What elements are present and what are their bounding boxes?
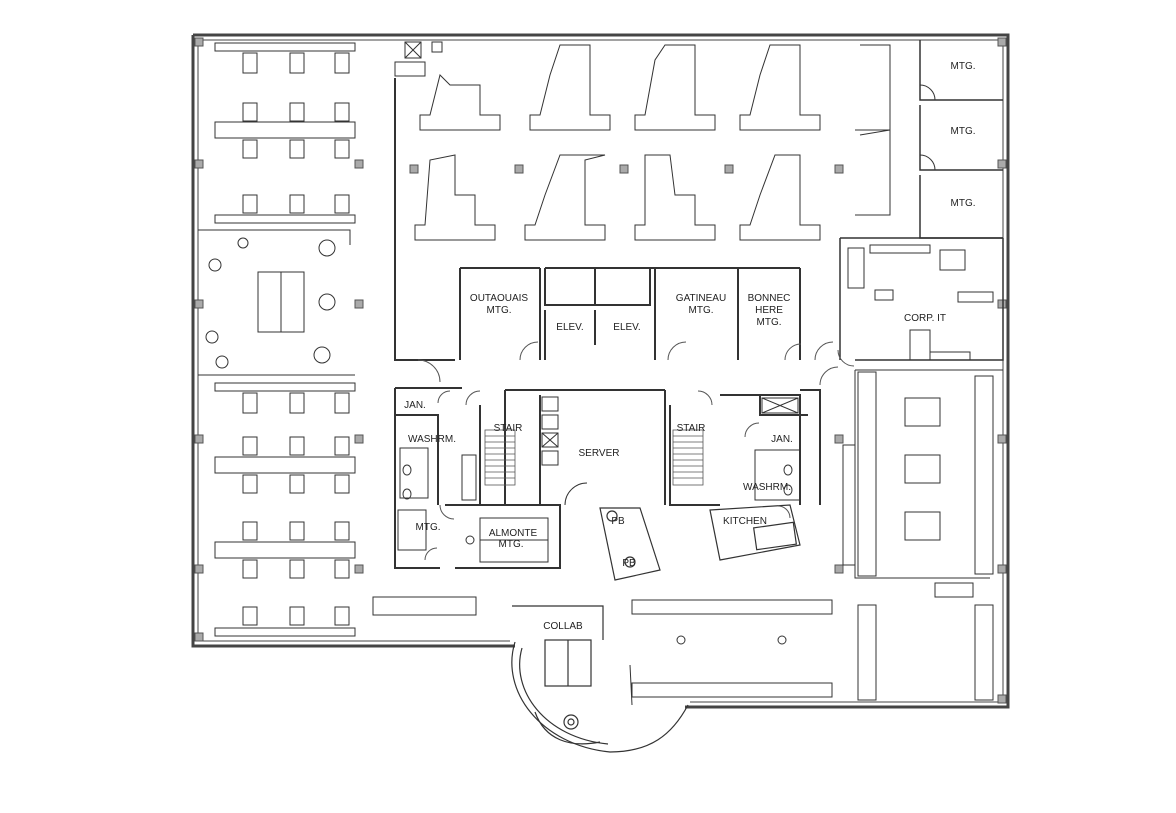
room-label-jan-left: JAN.: [404, 400, 426, 411]
room-label-outaouais: OUTAOUAIS: [470, 293, 528, 304]
server-racks: [541, 396, 588, 506]
door-swings: [417, 341, 855, 561]
exterior-walls: [191, 33, 1010, 709]
room-label-mtg-small: MTG.: [416, 522, 441, 533]
room-label-almonte: ALMONTE: [489, 528, 538, 539]
room-label-bonnec: BONNEC: [748, 293, 791, 304]
room-label-collab: COLLAB: [543, 621, 583, 632]
room-label-pb-upper: PB: [611, 516, 625, 527]
structural-columns: [194, 37, 1007, 704]
room-label-jan-right: JAN.: [771, 434, 793, 445]
room-label-stair-right: STAIR: [677, 423, 706, 434]
almonte-area: [397, 509, 549, 563]
room-label-mtg-bottom: MTG.: [951, 198, 976, 209]
kitchen-area: [599, 504, 801, 581]
room-label-gatineau: GATINEAU: [676, 293, 726, 304]
east-workstations: [842, 369, 1003, 701]
collab-area: [511, 605, 689, 753]
room-label-elev-left: ELEV.: [556, 322, 583, 333]
room-label-washrm-left: WASHRM.: [408, 434, 456, 445]
room-label-bonnec-here: HERE: [755, 305, 783, 316]
room-label-server: SERVER: [579, 448, 620, 459]
room-label-outaouais-mtg: MTG.: [487, 305, 512, 316]
room-label-kitchen: KITCHEN: [723, 516, 767, 527]
room-label-gatineau-mtg: MTG.: [689, 305, 714, 316]
room-labels: MTG. MTG. MTG. CORP. IT OUTAOUAIS MTG. E…: [404, 61, 975, 632]
left-workstations: [214, 42, 356, 637]
room-label-mtg-top: MTG.: [951, 61, 976, 72]
washroom-fixtures: [399, 397, 801, 501]
room-label-corp-it: CORP. IT: [904, 313, 946, 324]
room-label-stair-left: STAIR: [494, 423, 523, 434]
room-label-mtg-middle: MTG.: [951, 126, 976, 137]
room-label-pb-lower: PB: [622, 558, 636, 569]
room-label-bonnec-mtg: MTG.: [757, 317, 782, 328]
south-workstations: [372, 596, 833, 706]
room-label-washrm-right: WASHRM.: [743, 482, 791, 493]
core-walls: [394, 78, 821, 569]
top-workstations: [394, 41, 891, 241]
corp-it-room: [839, 237, 1004, 361]
stairs: [484, 429, 704, 486]
room-label-elev-right: ELEV.: [613, 322, 640, 333]
room-label-almonte-mtg: MTG.: [499, 539, 524, 550]
left-lounge: [198, 229, 355, 376]
